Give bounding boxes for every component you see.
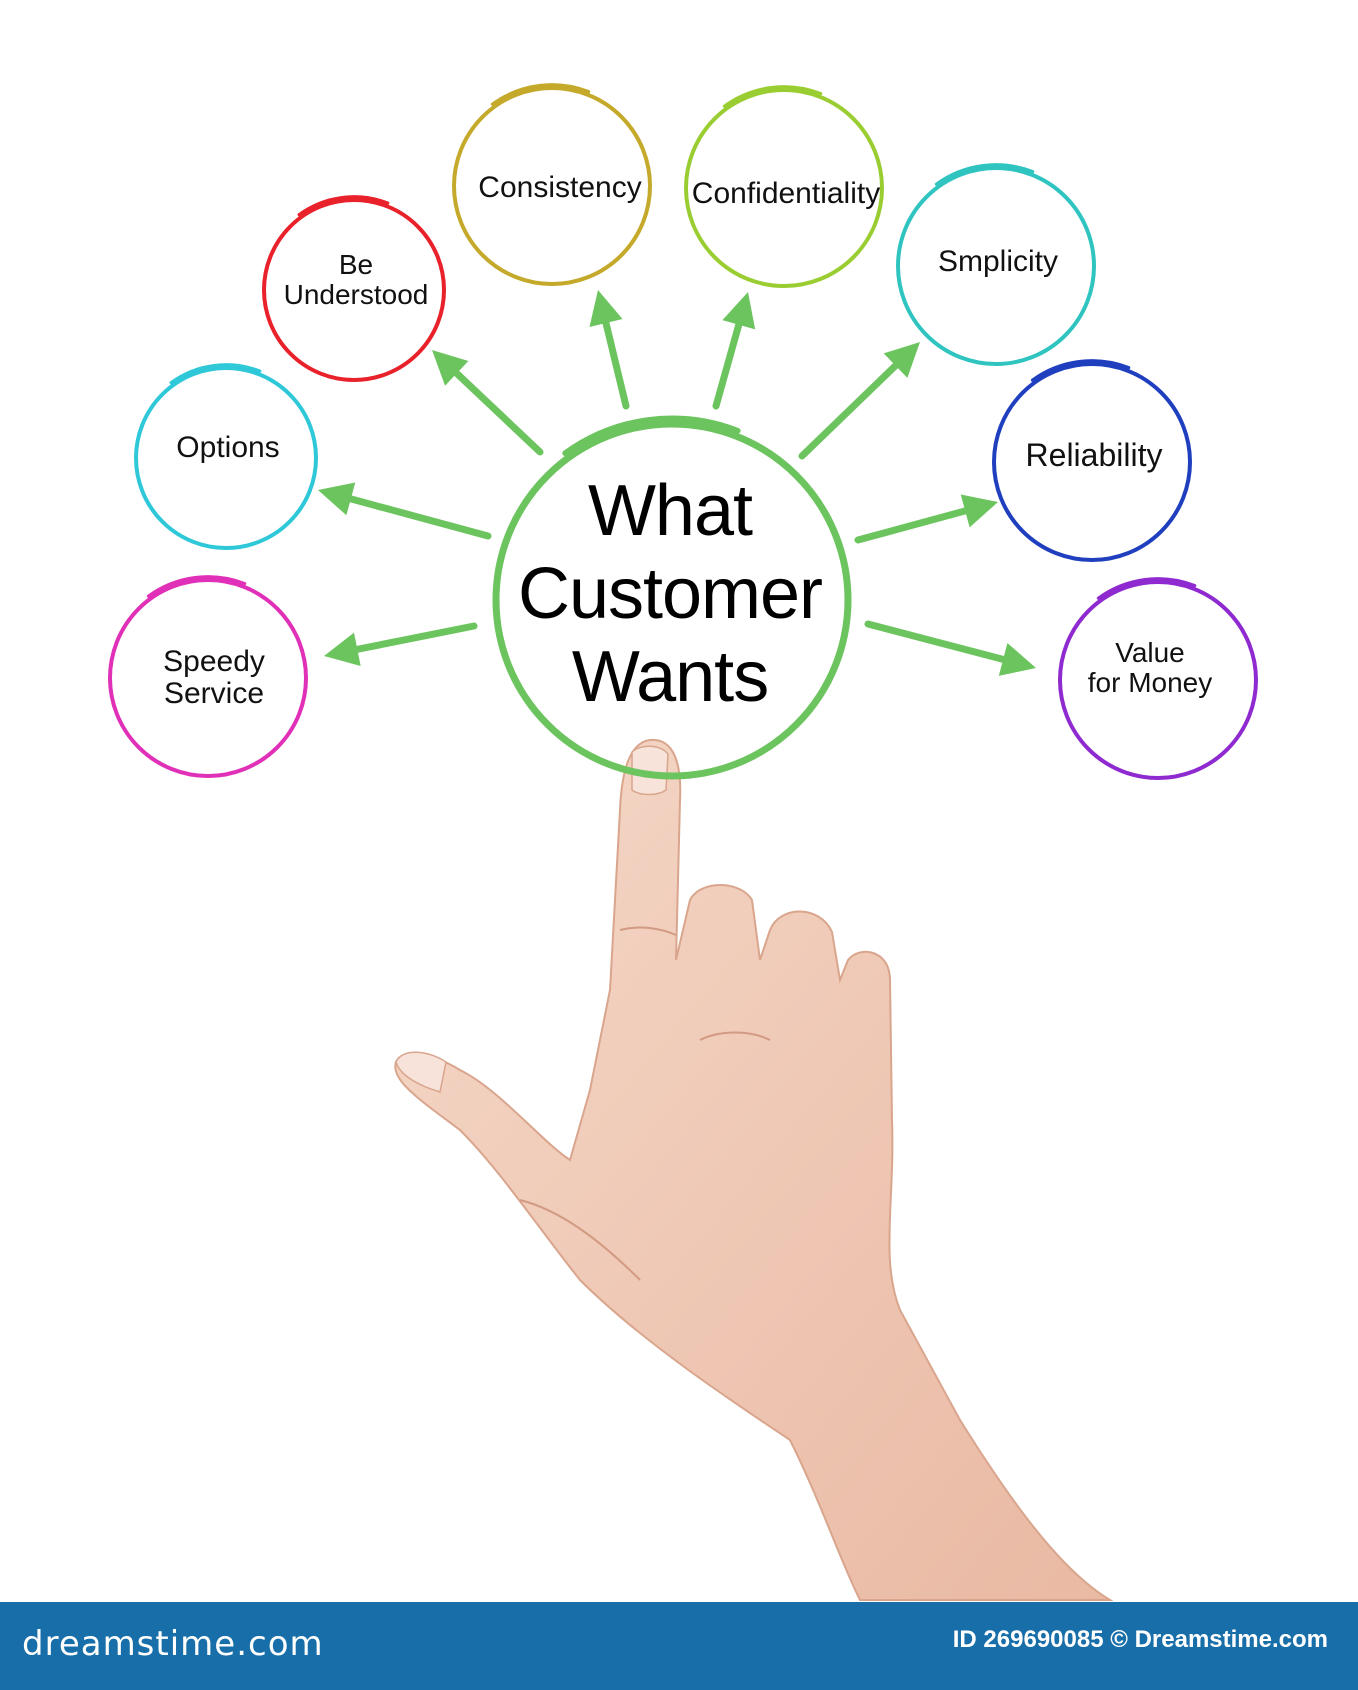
node-label-line: Confidentiality <box>691 177 881 210</box>
arrow-to-confidentiality <box>589 290 630 410</box>
node-circle-simplicity <box>896 163 1096 366</box>
arrow-to-be-understood <box>712 292 756 410</box>
node-circle-confidentiality <box>684 85 884 288</box>
arrow-to-value-for-money <box>864 620 1036 676</box>
node-label-line: Smplicity <box>937 245 1058 278</box>
footer-site-name: dreamstime.com <box>22 1624 324 1664</box>
node-circle-value-for-money <box>1058 577 1258 780</box>
node-label-consistency: Consistency <box>450 171 670 204</box>
footer-image-id: ID 269690085 © Dreamstime.com <box>952 1626 1328 1653</box>
node-label-line: for Money <box>1087 667 1213 699</box>
node-label-simplicity: Smplicity <box>888 245 1108 278</box>
center-circle <box>492 415 852 780</box>
node-label-line: Service <box>163 677 265 711</box>
node-label-line: Speedy <box>163 645 265 678</box>
node-label-confidentiality: Confidentiality <box>676 177 896 210</box>
circles-group <box>108 83 1258 780</box>
arrow-to-options <box>318 482 492 540</box>
watermark-footer-bar: dreamstime.com ID 269690085 © Dreamstime… <box>0 1602 1358 1690</box>
node-label-speedy-service: Speedy Service <box>104 645 324 711</box>
node-label-value-for-money: Value for Money <box>1040 637 1260 699</box>
node-circle-consistency <box>452 83 652 286</box>
node-label-line: Options <box>176 431 280 464</box>
node-circle-reliability <box>992 359 1192 562</box>
arrow-to-consistency <box>432 350 544 456</box>
node-circle-options <box>134 363 318 550</box>
arrow-to-reliability <box>854 494 998 544</box>
center-title: What Customer Wants <box>470 470 870 718</box>
arrows-group <box>318 290 1036 676</box>
node-label-line: Value <box>1115 637 1185 668</box>
node-label-be-understood: Be Understood <box>246 249 466 311</box>
node-label-line: Consistency <box>478 171 642 204</box>
center-title-line-1: What <box>587 471 753 551</box>
center-title-line-2: Customer <box>517 553 823 634</box>
pointing-hand-illustration <box>394 738 1114 1601</box>
node-label-line: Be <box>338 249 374 280</box>
node-label-line: Understood <box>283 279 429 311</box>
node-label-reliability: Reliability <box>984 438 1204 473</box>
node-circle-speedy-service <box>108 575 308 778</box>
node-label-line: Reliability <box>1025 437 1163 473</box>
node-label-options: Options <box>118 431 338 464</box>
arrow-to-speedy-service <box>324 622 478 667</box>
center-title-line-3: Wants <box>571 636 769 717</box>
node-circle-be-understood <box>262 195 446 382</box>
arrow-to-simplicity <box>798 342 920 460</box>
